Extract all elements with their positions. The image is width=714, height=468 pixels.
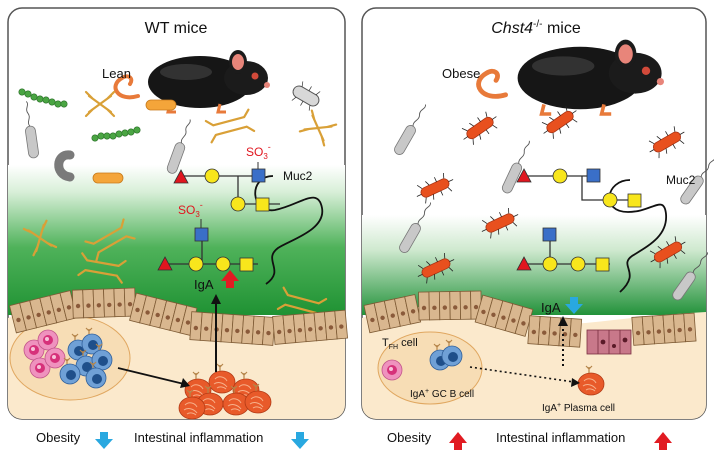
differentiation-arrow (117, 367, 185, 385)
right-title: Chst4-/- mice (491, 19, 581, 37)
muc2-label-left: Muc2 (283, 169, 313, 183)
obesity-up-arrow-icon (449, 432, 467, 450)
glcnac-icon (542, 227, 557, 242)
fucose-icon (157, 256, 173, 271)
galactose-icon (602, 192, 618, 208)
right-outcome: Obesity Intestinal inflammation (387, 430, 672, 450)
inflammation-label-right: Intestinal inflammation (496, 430, 625, 445)
lean-label: Lean (102, 66, 131, 81)
mucin-glycans-right: Muc2 (516, 168, 696, 293)
obesity-down-arrow-icon (95, 432, 113, 449)
iga-label-left: IgA (194, 277, 214, 292)
galactose-icon (204, 168, 220, 184)
damaged-epithelium (586, 329, 632, 355)
left-immune-cells: IgA (23, 270, 272, 420)
mucus-layer (8, 165, 345, 315)
galactose-icon (542, 256, 558, 272)
galactose-icon (552, 168, 568, 184)
mucin-glycans-left: Muc2 SO3- SO3- (157, 142, 323, 285)
iga-up-arrow-icon (221, 270, 239, 288)
right-immune-cells: IgA TFH cell IgA+ GC B cell IgA+ Plasma … (381, 297, 615, 414)
commensal-bacteria (18, 81, 338, 322)
right-title-rest: mice (543, 20, 581, 37)
grey-curved-bacteria-icon (54, 150, 75, 182)
muc2-label-right: Muc2 (666, 173, 696, 187)
galactose-icon (215, 256, 231, 272)
left-title: WT mice (145, 20, 208, 37)
inflammation-up-arrow-icon (654, 432, 672, 450)
tfh-cell-icon (381, 359, 403, 381)
gc-b-cell-label: IgA+ GC B cell (410, 388, 474, 400)
galnac-icon (239, 257, 254, 272)
right-title-sup: -/- (533, 19, 542, 30)
orange-rod-bacteria-icon (145, 99, 177, 111)
fucose-icon (516, 256, 532, 271)
fucose-icon (173, 169, 189, 184)
green-chain-bacteria-icon (18, 88, 141, 142)
galnac-icon (595, 257, 610, 272)
glcnac-icon (586, 168, 601, 183)
tfh-cell-icon (44, 347, 66, 369)
tfh-cell-label: TFH cell (382, 337, 418, 351)
orange-rod-bacteria-icon (92, 172, 124, 184)
inflammation-label-left: Intestinal inflammation (134, 430, 263, 445)
obese-label: Obese (442, 66, 480, 81)
fucose-icon (516, 168, 532, 183)
right-title-gene: Chst4 (491, 20, 533, 37)
iga-label-right: IgA (541, 300, 561, 315)
grey-spiky-bacteria-icon (291, 81, 321, 111)
left-outcome: Obesity Intestinal inflammation (36, 430, 309, 449)
glcnac-icon (194, 227, 209, 242)
obesity-label-right: Obesity (387, 430, 432, 445)
iga-down-arrow-icon (565, 297, 583, 314)
galnac-icon (255, 197, 270, 212)
epithelium-right (363, 290, 697, 355)
galactose-icon (188, 256, 204, 272)
galnac-icon (627, 193, 642, 208)
glcnac-icon (251, 168, 266, 183)
galactose-icon (570, 256, 586, 272)
obesity-label-left: Obesity (36, 430, 81, 445)
inflammation-down-arrow-icon (291, 432, 309, 449)
sulfate-label-bottom: SO3- (178, 200, 203, 219)
plasma-cell-label: IgA+ Plasma cell (542, 402, 615, 414)
tfh-cell-icon (37, 329, 59, 351)
galactose-icon (230, 196, 246, 212)
sulfate-label-top: SO3- (246, 142, 271, 161)
